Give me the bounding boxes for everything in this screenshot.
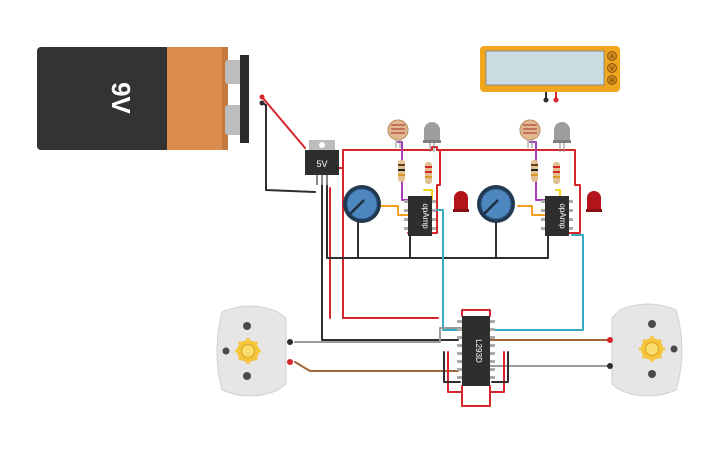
wire-signal-right[interactable] <box>491 234 584 331</box>
led-gray-right[interactable] <box>553 122 571 152</box>
battery-9v[interactable]: 9V <box>37 47 265 150</box>
wire-motor-left-a[interactable] <box>294 327 463 343</box>
motor-left-terminal-b[interactable] <box>287 359 293 365</box>
motor-left[interactable] <box>216 305 293 397</box>
ldr-left[interactable] <box>387 119 409 148</box>
wire-signal-left[interactable] <box>431 209 461 331</box>
meter-button-a[interactable] <box>607 51 617 61</box>
motor-driver-chip[interactable]: L293D <box>457 316 495 386</box>
led-red-right[interactable] <box>586 191 602 212</box>
meter-button-v[interactable] <box>607 63 617 73</box>
multimeter[interactable]: A V R <box>480 46 620 103</box>
wire-driver-gnd[interactable] <box>443 351 509 383</box>
battery-terminal-positive[interactable] <box>259 94 265 100</box>
motor-left-terminal-a[interactable] <box>287 339 293 345</box>
potentiometer-left[interactable] <box>343 185 381 223</box>
ldr-right[interactable] <box>519 119 541 148</box>
wire-ground[interactable] <box>321 174 549 341</box>
opamp-left[interactable]: opAmp <box>404 196 436 236</box>
meter-probe-black[interactable] <box>543 97 549 103</box>
motor-right-terminal-b[interactable] <box>607 363 613 369</box>
meter-probe-red[interactable] <box>553 97 559 103</box>
wire-driver-jumpers[interactable] <box>447 309 505 407</box>
led-gray-left[interactable] <box>423 122 441 152</box>
motor-right[interactable] <box>607 303 683 397</box>
driver-label: L293D <box>474 339 483 363</box>
led-red-left[interactable] <box>453 191 469 212</box>
resistor-right-2[interactable] <box>553 162 560 184</box>
wire-battery-positive[interactable] <box>261 96 306 149</box>
resistor-right-1[interactable] <box>531 160 538 182</box>
wire-pot-right[interactable] <box>517 205 546 216</box>
wire-pot-left[interactable] <box>379 205 409 216</box>
gear-icon <box>639 336 665 362</box>
voltage-regulator[interactable]: 5V <box>305 140 339 185</box>
wire-battery-negative[interactable] <box>261 102 316 193</box>
resistor-left-2[interactable] <box>425 162 432 184</box>
motor-right-terminal-a[interactable] <box>607 337 613 343</box>
opamp-left-label: opAmp <box>421 203 430 229</box>
battery-terminal-negative[interactable] <box>259 100 265 106</box>
opamp-right[interactable]: opAmp <box>541 196 573 236</box>
battery-label: 9V <box>106 82 136 114</box>
meter-button-r[interactable] <box>607 75 617 85</box>
wire-5v-branch[interactable] <box>329 149 441 319</box>
wire-5v-rail[interactable] <box>333 146 581 319</box>
meter-label-v: V <box>610 67 614 73</box>
wire-motor-left-b[interactable] <box>294 361 459 372</box>
resistor-left-1[interactable] <box>398 160 405 182</box>
meter-label-a: A <box>610 55 614 61</box>
regulator-label: 5V <box>316 159 327 169</box>
meter-label-r: R <box>610 79 615 85</box>
opamp-right-label: opAmp <box>558 203 567 229</box>
potentiometer-right[interactable] <box>477 185 515 223</box>
gear-icon <box>235 338 261 364</box>
